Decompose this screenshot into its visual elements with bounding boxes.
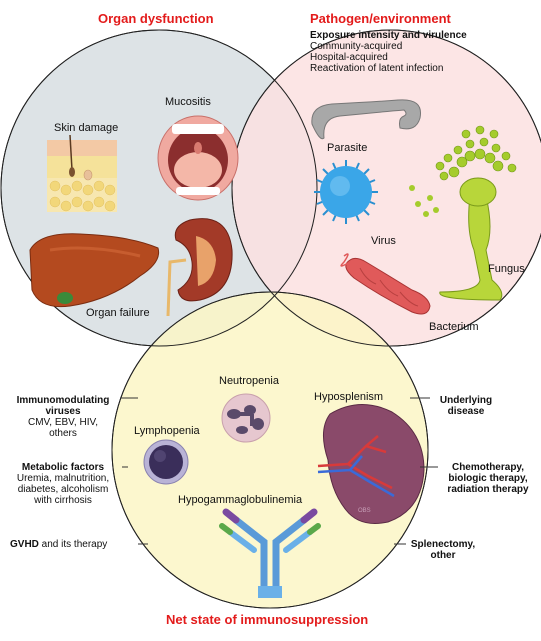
exposure-item: Hospital-acquired [310,52,388,63]
pathogen-environment-title: Pathogen/environment [310,11,451,26]
lymphopenia-label: Lymphopenia [134,425,200,437]
hypogammaglobulinemia-label: Hypogammaglobulinemia [178,494,303,506]
fungus-label: Fungus [488,263,525,275]
chemo-heading: radiation therapy [447,484,529,495]
gvhd-heading: GVHD [10,539,39,550]
kidney-illustration [166,218,233,317]
neutrophil-illustration [221,393,271,443]
mouth-illustration [157,115,239,201]
mucositis-label: Mucositis [165,96,211,108]
splenectomy-block: Splenectomy, other [404,539,482,561]
immunomodulating-heading: viruses [45,406,81,417]
bacterium-label: Bacterium [429,321,479,333]
parasite-illustration [311,99,422,140]
gvhd-block: GVHD and its therapy [10,539,107,550]
liver-illustration [29,233,160,308]
splenectomy-heading: Splenectomy, [410,539,476,550]
chemo-heading: Chemotherapy, [451,462,525,473]
metabolic-factors-block: Metabolic factors Uremia, malnutrition, … [4,462,122,506]
virus-label: Virus [371,235,396,247]
neutropenia-label: Neutropenia [219,375,279,387]
virus-illustration [314,160,378,224]
fungus-illustration [409,125,517,301]
splenectomy-heading: other [430,550,456,561]
spleen-mark: OBS [358,508,371,514]
hyposplenism-label: Hyposplenism [314,391,384,403]
lymphocyte-illustration [143,439,189,485]
exposure-item: Reactivation of latent infection [310,63,444,74]
chemotherapy-block: Chemotherapy, biologic therapy, radiatio… [436,462,540,495]
immunomodulating-detail: CMV, EBV, HIV, [27,417,99,428]
exposure-item: Community-acquired [310,41,403,52]
skin-damage-label: Skin damage [54,122,119,134]
spleen-illustration [317,403,425,524]
metabolic-detail: with cirrhosis [34,495,92,506]
antibody-illustration [219,508,321,598]
net-immunosuppression-title: Net state of immunosuppression [166,612,369,627]
underlying-disease-block: Underlying disease [430,395,502,417]
exposure-block: Exposure intensity and virulence Communi… [310,30,467,74]
metabolic-detail: Uremia, malnutrition, [16,473,110,484]
chemo-heading: biologic therapy, [448,473,528,484]
bacterium-illustration [340,253,431,315]
skin-layers-illustration [47,134,117,212]
gvhd-detail: and its therapy [38,539,108,550]
underlying-heading: Underlying [439,395,493,406]
parasite-label: Parasite [327,142,368,154]
metabolic-detail: diabetes, alcoholism [17,484,109,495]
underlying-heading: disease [447,406,485,417]
organ-dysfunction-title: Organ dysfunction [98,11,214,26]
exposure-heading: Exposure intensity and virulence [310,30,467,41]
immunomodulating-heading: Immunomodulating [16,395,110,406]
immunomodulating-viruses-block: Immunomodulating viruses CMV, EBV, HIV, … [4,395,122,439]
metabolic-heading: Metabolic factors [21,462,105,473]
organ-failure-label: Organ failure [86,307,150,319]
immunomodulating-detail: others [49,428,77,439]
